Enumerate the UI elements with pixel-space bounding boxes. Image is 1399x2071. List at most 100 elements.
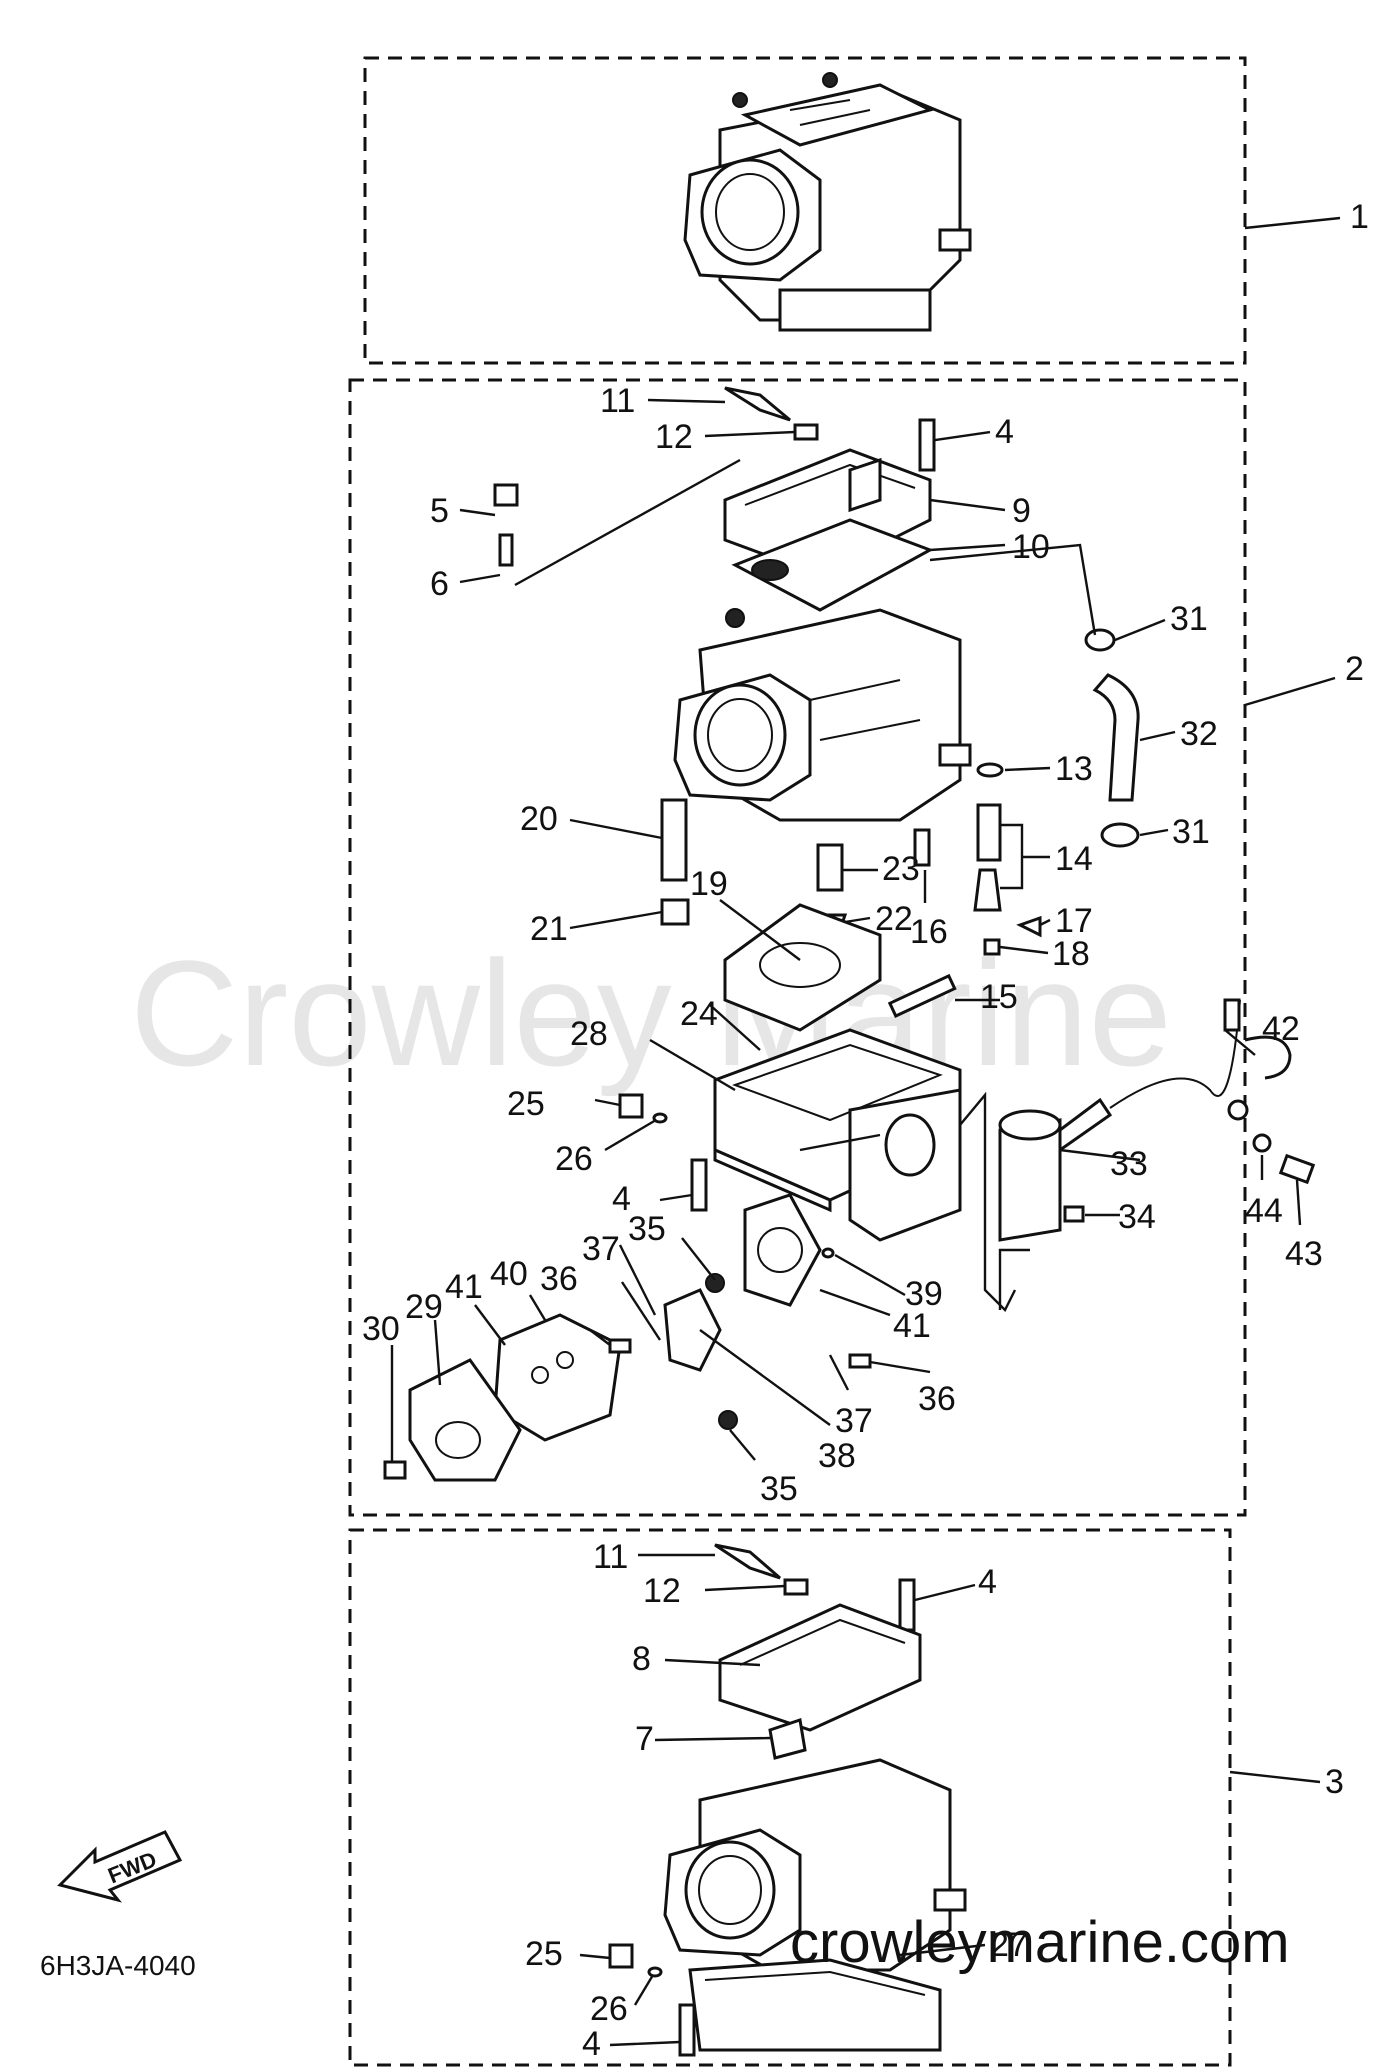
callout-13: 13 — [1055, 750, 1093, 788]
callout-4-bottom-top: 4 — [978, 1563, 997, 1601]
pilot-screw-bottom — [714, 1543, 781, 1580]
solenoid-33 — [998, 998, 1249, 1242]
watermark-center: Crowley Marine — [130, 929, 1172, 1097]
callout-28: 28 — [570, 1015, 608, 1053]
callout-42: 42 — [1262, 1010, 1300, 1048]
screw-30 — [383, 1460, 407, 1480]
callout-39: 39 — [905, 1275, 943, 1313]
callout-37-top: 37 — [582, 1230, 620, 1268]
o-ring-26-bottom — [647, 1966, 663, 1978]
callout-11-bottom: 11 — [593, 1538, 628, 1576]
clamp-42 — [1244, 1035, 1292, 1080]
callout-10: 10 — [1012, 528, 1050, 566]
drain-screw-25 — [618, 1093, 644, 1119]
callout-16: 16 — [910, 913, 948, 951]
spring-top — [793, 423, 819, 441]
watermark-footer: crowleymarine.com — [790, 1910, 1290, 1975]
callout-4-chamber: 4 — [612, 1180, 631, 1218]
needle-valve-seat — [976, 803, 1002, 862]
carburetor-body — [673, 608, 972, 822]
callout-34: 34 — [1118, 1198, 1156, 1236]
callout-37-bottom: 37 — [835, 1402, 873, 1440]
group-box-2 — [348, 378, 1247, 1517]
callout-33: 33 — [1110, 1145, 1148, 1183]
callout-5: 5 — [430, 492, 449, 530]
callout-8: 8 — [632, 1640, 651, 1678]
screw-4-bottom — [678, 2003, 696, 2057]
float — [723, 903, 882, 1032]
callout-25-top: 25 — [507, 1085, 545, 1123]
callout-38: 38 — [818, 1437, 856, 1475]
callout-labels: 1 2 3 11 12 4 5 6 9 10 31 32 31 13 14 17… — [362, 198, 1369, 2063]
fuel-hose — [1092, 673, 1140, 802]
screw-36-left — [608, 1338, 632, 1354]
screw-4-chamber — [690, 1158, 708, 1212]
callout-2: 2 — [1345, 650, 1364, 688]
callout-25-bottom: 25 — [525, 1935, 563, 1973]
float-chamber — [713, 1028, 962, 1242]
callout-43: 43 — [1285, 1235, 1323, 1273]
callout-4-bottom: 4 — [582, 2025, 601, 2063]
callout-1: 1 — [1350, 198, 1369, 236]
drain-screw-25-bottom — [608, 1943, 634, 1969]
fwd-arrow-icon: FWD — [57, 1830, 183, 1903]
callout-41-left: 41 — [445, 1268, 483, 1306]
callout-12-top: 12 — [655, 418, 693, 456]
pilot-jet-23 — [816, 843, 844, 892]
screw-16 — [913, 828, 931, 867]
float-pin-15 — [887, 973, 957, 1019]
fitting-7 — [768, 1718, 807, 1760]
washer-44 — [1252, 1133, 1272, 1153]
screw-36-right — [848, 1353, 872, 1369]
callout-15: 15 — [980, 978, 1018, 1016]
leader-lines — [390, 216, 1341, 2047]
pump-cover-29 — [408, 1358, 522, 1482]
callout-9: 9 — [1012, 492, 1031, 530]
callout-18: 18 — [1052, 935, 1090, 973]
diaphragm-38 — [663, 1288, 722, 1372]
gasket-41-right — [743, 1193, 822, 1307]
callout-23: 23 — [882, 850, 920, 888]
needle-valve — [973, 868, 1002, 912]
top-cover-bottom — [718, 1603, 922, 1732]
group-box-3 — [348, 1528, 1232, 2067]
o-ring-26 — [652, 1112, 668, 1124]
main-jet-21 — [660, 898, 690, 926]
callout-32: 32 — [1180, 715, 1218, 753]
callout-31-top: 31 — [1170, 600, 1208, 638]
screw-5 — [493, 483, 519, 507]
carburetor-assembly-top — [683, 72, 972, 332]
main-nozzle-20 — [660, 798, 688, 882]
pilot-screw-top — [724, 386, 791, 422]
screw-43 — [1278, 1153, 1316, 1185]
callout-26-bottom: 26 — [590, 1990, 628, 2028]
callout-11-top: 11 — [600, 382, 635, 420]
callout-12-bottom: 12 — [643, 1572, 681, 1610]
callout-35-top: 35 — [628, 1210, 666, 1248]
callout-17: 17 — [1055, 902, 1093, 940]
clip-31-bottom — [1100, 822, 1140, 848]
callout-26-top: 26 — [555, 1140, 593, 1178]
callout-30: 30 — [362, 1310, 400, 1348]
screw-18 — [983, 938, 1001, 956]
screw-6 — [498, 533, 514, 567]
screw-4-top — [918, 418, 936, 472]
o-ring-13 — [976, 762, 1004, 778]
callout-7: 7 — [635, 1720, 654, 1758]
callout-4-top: 4 — [995, 413, 1014, 451]
callout-14: 14 — [1055, 840, 1093, 878]
callout-41-right: 41 — [893, 1307, 931, 1345]
callout-40: 40 — [490, 1255, 528, 1293]
callout-36-right: 36 — [918, 1380, 956, 1418]
callout-6: 6 — [430, 565, 449, 603]
clip-31-top — [1084, 628, 1116, 652]
callout-20: 20 — [520, 800, 558, 838]
carburetor-body-bottom — [663, 1758, 967, 2052]
nut-35-bottom — [718, 1410, 738, 1430]
callout-24: 24 — [680, 995, 718, 1033]
callout-19: 19 — [690, 865, 728, 903]
nut-35-top — [705, 1273, 725, 1293]
drawing-code: 6H3JA-4040 — [40, 1950, 196, 1981]
group-box-1 — [363, 56, 1247, 365]
